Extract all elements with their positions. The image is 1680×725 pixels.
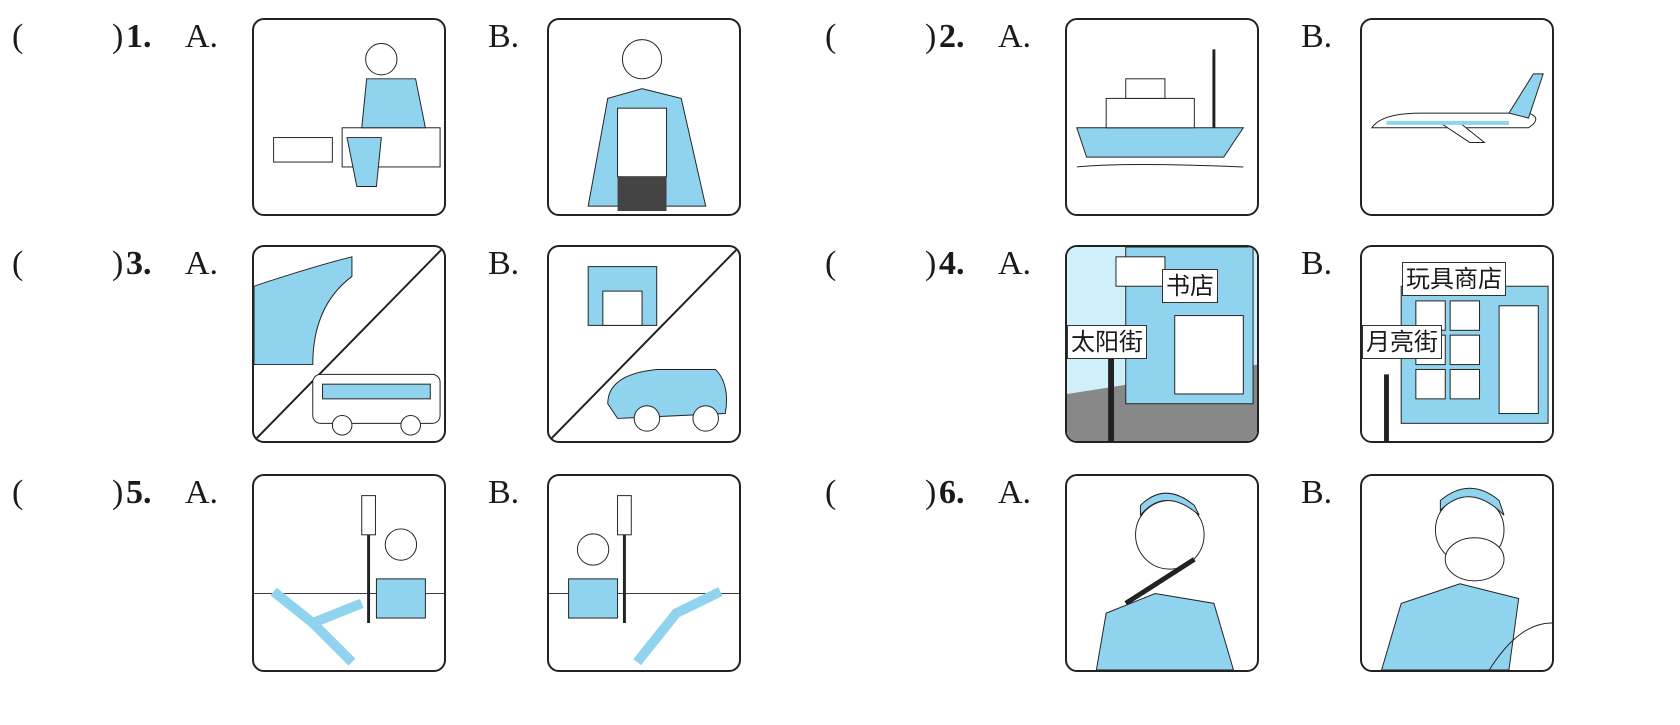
boy-putting-on-shoes-icon — [273, 43, 441, 188]
boy-brushing-teeth-icon — [1095, 492, 1235, 670]
answer-paren-close: ) — [112, 245, 124, 282]
question-number: 4. — [939, 245, 965, 282]
question-4-option-a-picture[interactable]: 书店太阳街 — [1065, 245, 1259, 443]
question-3-option-a-picture[interactable] — [252, 245, 446, 443]
question-2-option-b-picture[interactable] — [1360, 18, 1554, 216]
question-5-option-a-picture[interactable] — [252, 474, 446, 672]
option-a-label: A. — [185, 245, 219, 282]
answer-paren-open: ( — [12, 18, 24, 55]
question-2-option-a-picture[interactable] — [1065, 18, 1259, 216]
answer-paren-open: ( — [825, 18, 837, 55]
answer-paren-close: ) — [112, 474, 124, 511]
option-a-label: A. — [185, 18, 219, 55]
question-1-option-b-picture[interactable] — [547, 18, 741, 216]
option-a-label: A. — [998, 474, 1032, 511]
answer-paren-close: ) — [925, 474, 937, 511]
option-b-label: B. — [488, 245, 520, 282]
question-number: 2. — [939, 18, 965, 55]
street-sign: 太阳街 — [1067, 325, 1147, 359]
option-b-label: B. — [1301, 474, 1333, 511]
question-6-option-a-picture[interactable] — [1065, 474, 1259, 672]
option-b-label: B. — [488, 18, 520, 55]
airplane-icon — [1370, 73, 1544, 143]
building-and-taxi-icon — [549, 247, 739, 441]
great-wall-and-bus-icon — [254, 247, 444, 441]
answer-paren-close: ) — [925, 245, 937, 282]
question-4-option-b-picture[interactable]: 玩具商店月亮街 — [1360, 245, 1554, 443]
boy-washing-face-icon — [1381, 487, 1552, 670]
option-b-label: B. — [1301, 18, 1333, 55]
question-5-option-b-picture[interactable] — [547, 474, 741, 672]
question-number: 6. — [939, 474, 965, 511]
question-number: 5. — [126, 474, 152, 511]
answer-paren-open: ( — [12, 245, 24, 282]
question-6-option-b-picture[interactable] — [1360, 474, 1554, 672]
girl-turning-right-icon — [549, 495, 739, 666]
option-a-label: A. — [998, 18, 1032, 55]
girl-turning-left-icon — [254, 495, 444, 666]
shop-sign: 书店 — [1162, 269, 1218, 303]
answer-paren-close: ) — [925, 18, 937, 55]
option-b-label: B. — [1301, 245, 1333, 282]
answer-paren-open: ( — [825, 474, 837, 511]
answer-paren-close: ) — [112, 18, 124, 55]
man-taking-off-coat-icon — [587, 39, 707, 212]
answer-paren-open: ( — [825, 245, 837, 282]
shop-sign: 玩具商店 — [1402, 262, 1506, 296]
question-number: 1. — [126, 18, 152, 55]
ship-icon — [1076, 49, 1245, 168]
question-3-option-b-picture[interactable] — [547, 245, 741, 443]
option-b-label: B. — [488, 474, 520, 511]
option-a-label: A. — [185, 474, 219, 511]
question-number: 3. — [126, 245, 152, 282]
question-1-option-a-picture[interactable] — [252, 18, 446, 216]
street-sign: 月亮街 — [1362, 325, 1442, 359]
option-a-label: A. — [998, 245, 1032, 282]
answer-paren-open: ( — [12, 474, 24, 511]
